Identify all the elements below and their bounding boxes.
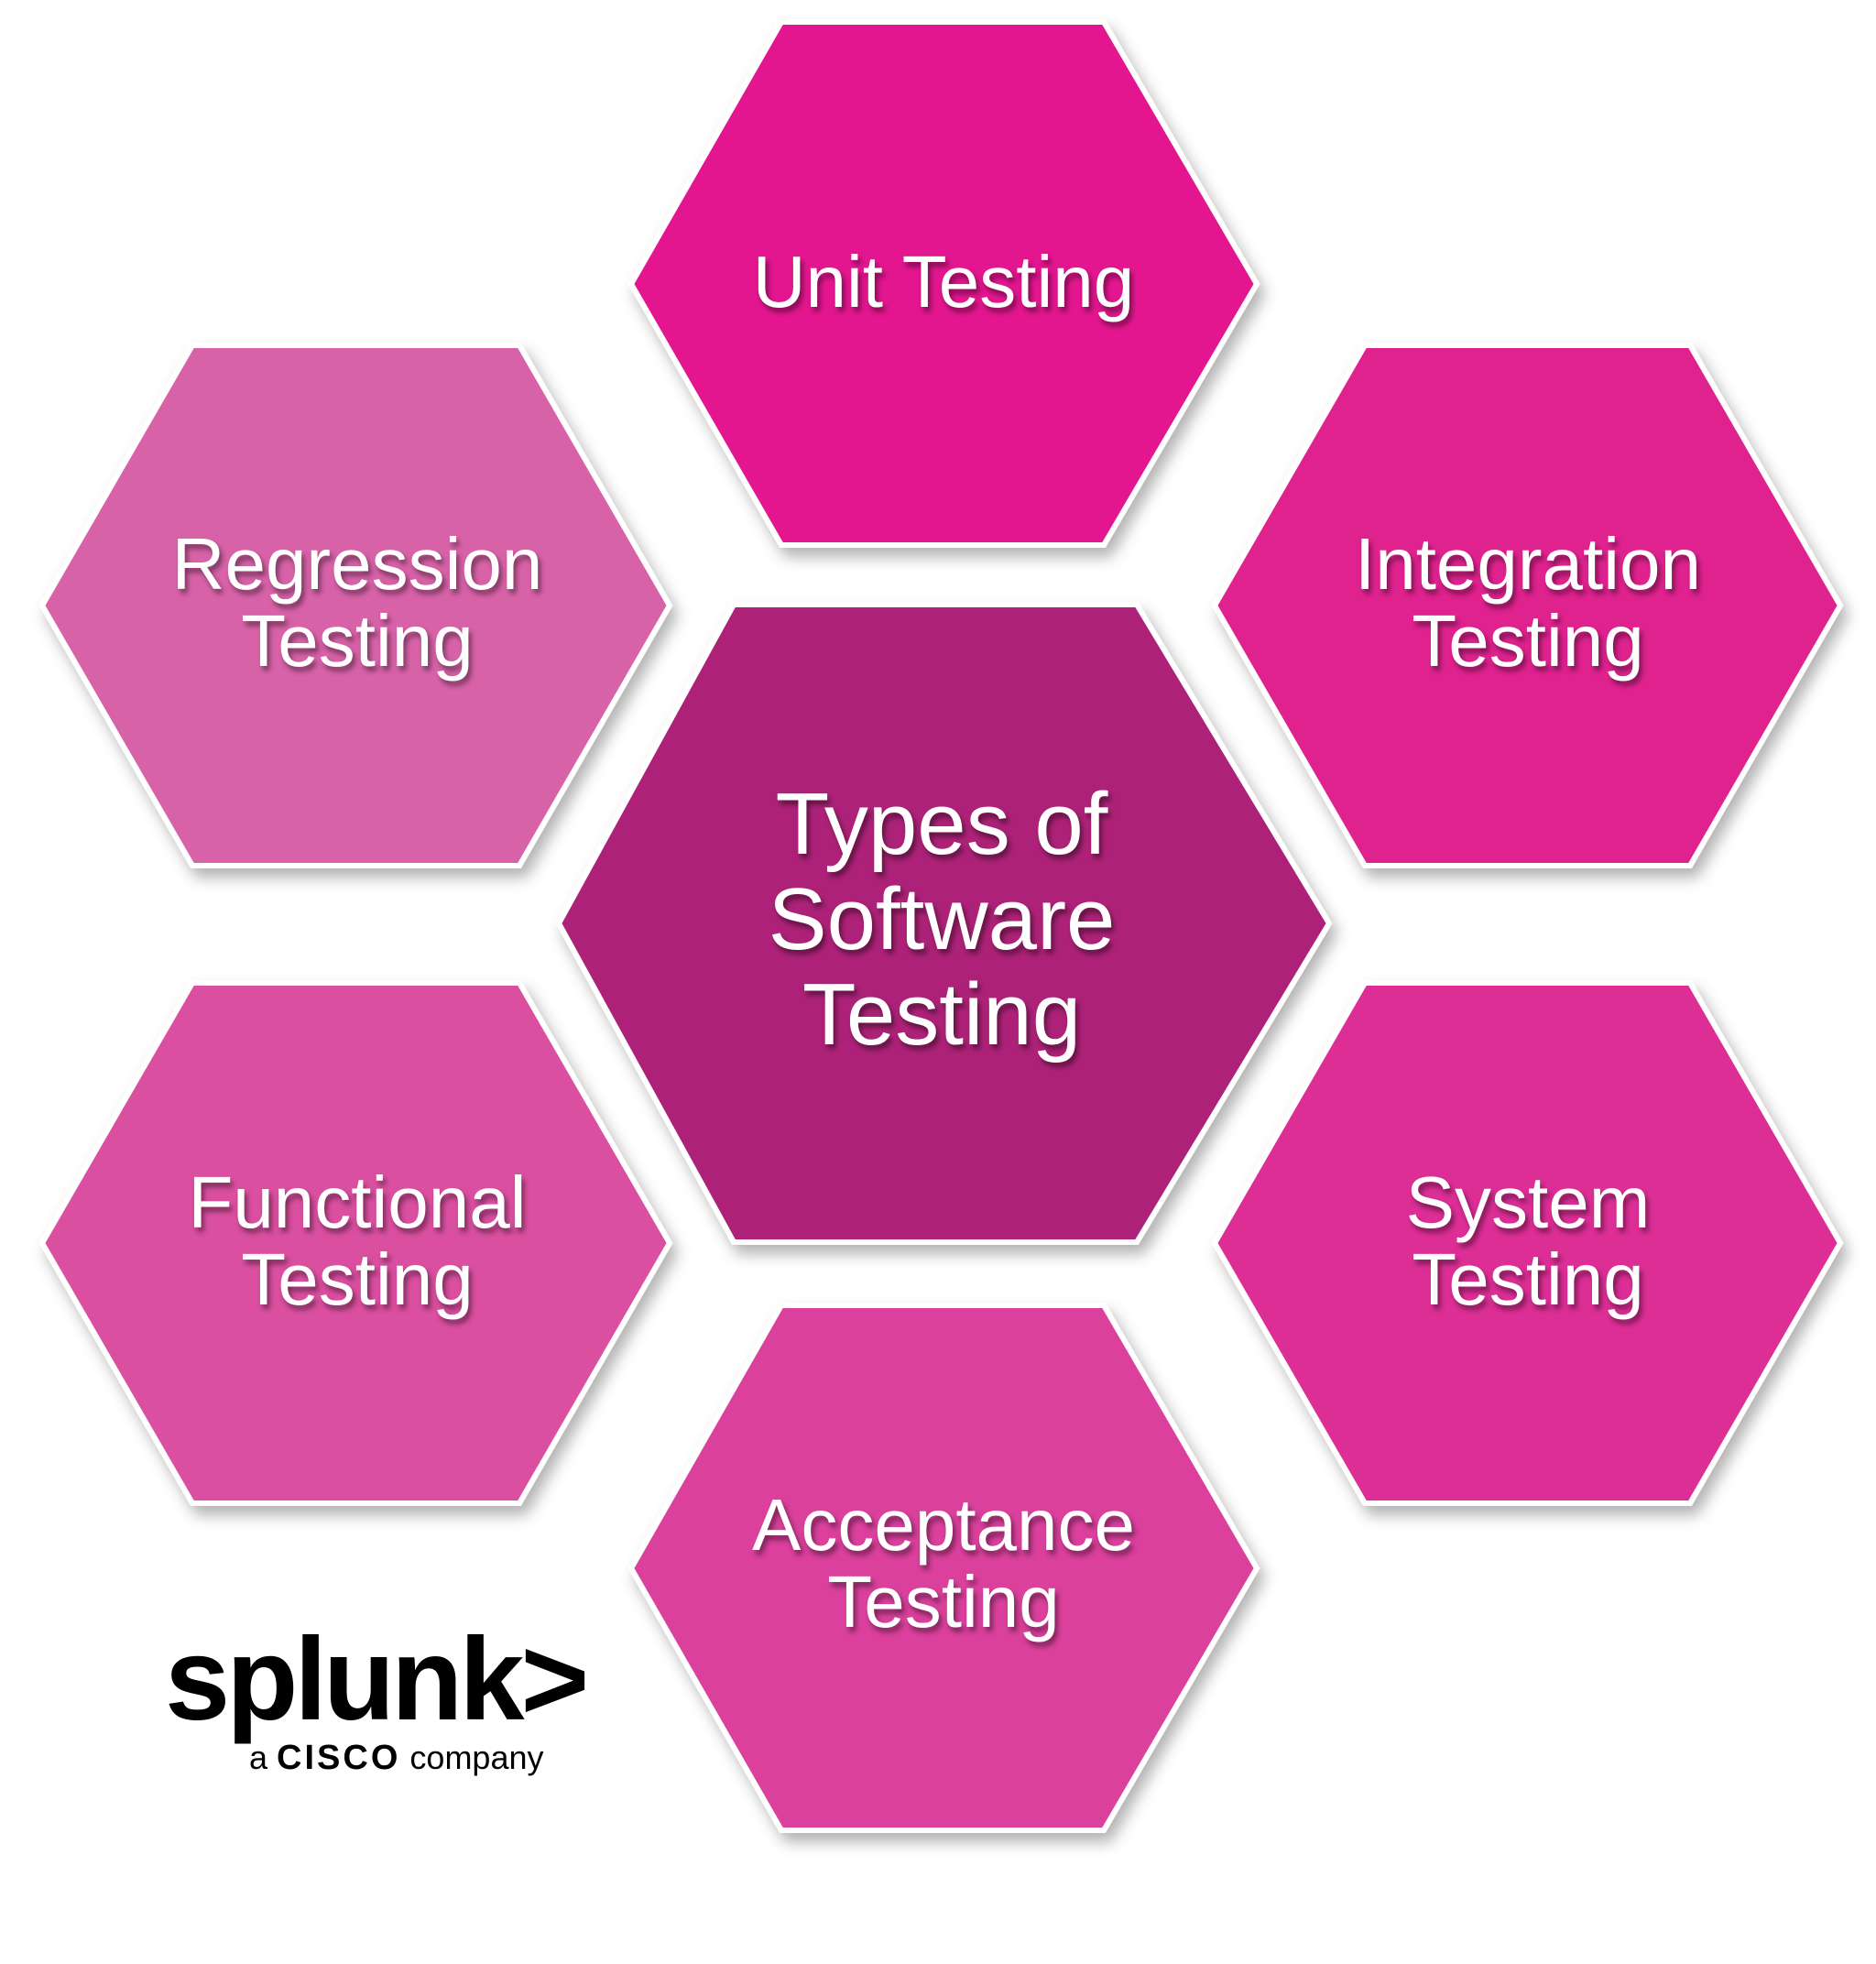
- label-line: Testing: [241, 1238, 474, 1320]
- label-integration-testing: Integration Testing: [1355, 526, 1701, 680]
- label-line: Acceptance: [751, 1484, 1136, 1566]
- hexagon-acceptance-testing: [627, 1303, 1260, 1833]
- logo-prefix: a: [249, 1739, 268, 1776]
- hexagon-functional-testing: [38, 980, 673, 1506]
- hexagon-system-testing: [1211, 980, 1844, 1506]
- label-line: Types of: [775, 775, 1108, 873]
- hexagon-regression-testing: [38, 343, 673, 868]
- hexagon-center: [555, 602, 1333, 1245]
- label-line: Regression: [171, 523, 543, 605]
- logo-company: CISCO: [277, 1739, 401, 1777]
- hexagon-integration-testing: [1211, 343, 1844, 868]
- label-system-testing: System Testing: [1406, 1164, 1651, 1318]
- label-unit-testing: Unit Testing: [753, 244, 1135, 321]
- label-line: Integration: [1354, 523, 1702, 605]
- label-line: Testing: [827, 1561, 1060, 1642]
- logo-tagline: a CISCO company: [249, 1739, 544, 1778]
- label-line: Unit Testing: [752, 241, 1135, 322]
- splunk-logo: splunk> a CISCO company: [165, 1614, 589, 1786]
- hexagon-unit-testing: [627, 19, 1260, 548]
- label-functional-testing: Functional Testing: [188, 1164, 526, 1318]
- label-line: Testing: [241, 600, 474, 682]
- label-line: Testing: [1412, 1238, 1644, 1320]
- logo-suffix: company: [409, 1739, 544, 1776]
- label-line: Testing: [1412, 600, 1644, 682]
- label-line: Software: [768, 870, 1116, 968]
- label-acceptance-testing: Acceptance Testing: [752, 1487, 1135, 1641]
- logo-brand: splunk>: [165, 1614, 589, 1745]
- center-title: Types of Software Testing: [769, 777, 1116, 1063]
- label-regression-testing: Regression Testing: [172, 526, 543, 680]
- label-line: System: [1405, 1162, 1651, 1243]
- label-line: Testing: [802, 966, 1082, 1064]
- label-line: Functional: [188, 1162, 527, 1243]
